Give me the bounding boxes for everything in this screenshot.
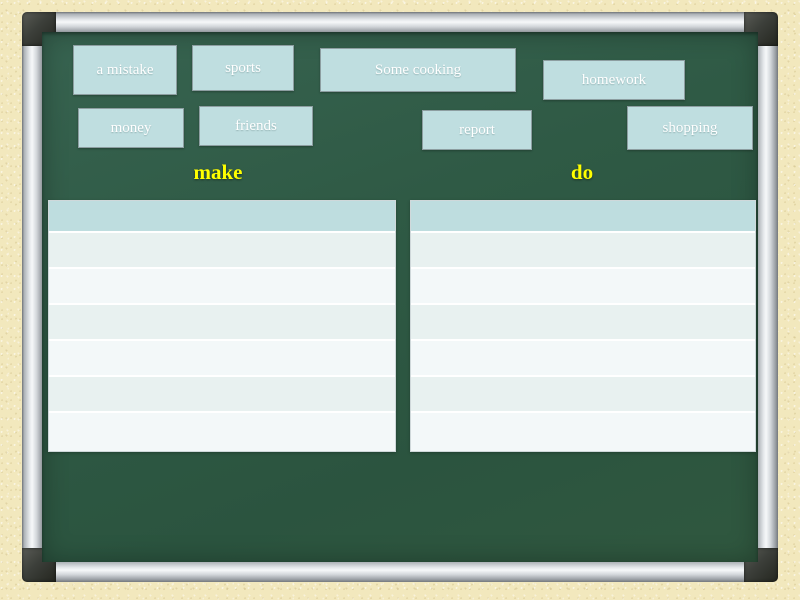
table-row[interactable] — [411, 341, 755, 377]
table-row[interactable] — [49, 413, 395, 449]
word-card[interactable]: sports — [192, 45, 294, 91]
table-row[interactable] — [411, 233, 755, 269]
column-heading-make: make — [193, 160, 243, 184]
table-header-row — [49, 201, 395, 233]
table-row[interactable] — [49, 377, 395, 413]
word-card[interactable]: homework — [543, 60, 685, 100]
column-heading-do: do — [570, 160, 594, 184]
word-card[interactable]: money — [78, 108, 184, 148]
table-row[interactable] — [49, 305, 395, 341]
table-row[interactable] — [411, 377, 755, 413]
table-row[interactable] — [49, 233, 395, 269]
board-surface: a mistake sports Some cooking homework money… — [42, 32, 758, 562]
table-row[interactable] — [49, 269, 395, 305]
table-header-row — [411, 201, 755, 233]
word-card[interactable]: Some cooking — [320, 48, 516, 92]
table-row[interactable] — [411, 413, 755, 449]
frame-rail-right — [756, 30, 778, 564]
frame-rail-top — [40, 12, 760, 34]
table-row[interactable] — [49, 341, 395, 377]
whiteboard-frame: a mistake sports Some cooking homework money… — [22, 12, 778, 582]
frame-rail-left — [22, 30, 44, 564]
table-row[interactable] — [411, 269, 755, 305]
answer-table-do — [410, 200, 756, 452]
word-card[interactable]: a mistake — [73, 45, 177, 95]
frame-rail-bottom — [40, 560, 760, 582]
word-card[interactable]: friends — [199, 106, 313, 146]
word-card[interactable]: report — [422, 110, 532, 150]
word-card[interactable]: shopping — [627, 106, 753, 150]
answer-table-make — [48, 200, 396, 452]
table-row[interactable] — [411, 305, 755, 341]
